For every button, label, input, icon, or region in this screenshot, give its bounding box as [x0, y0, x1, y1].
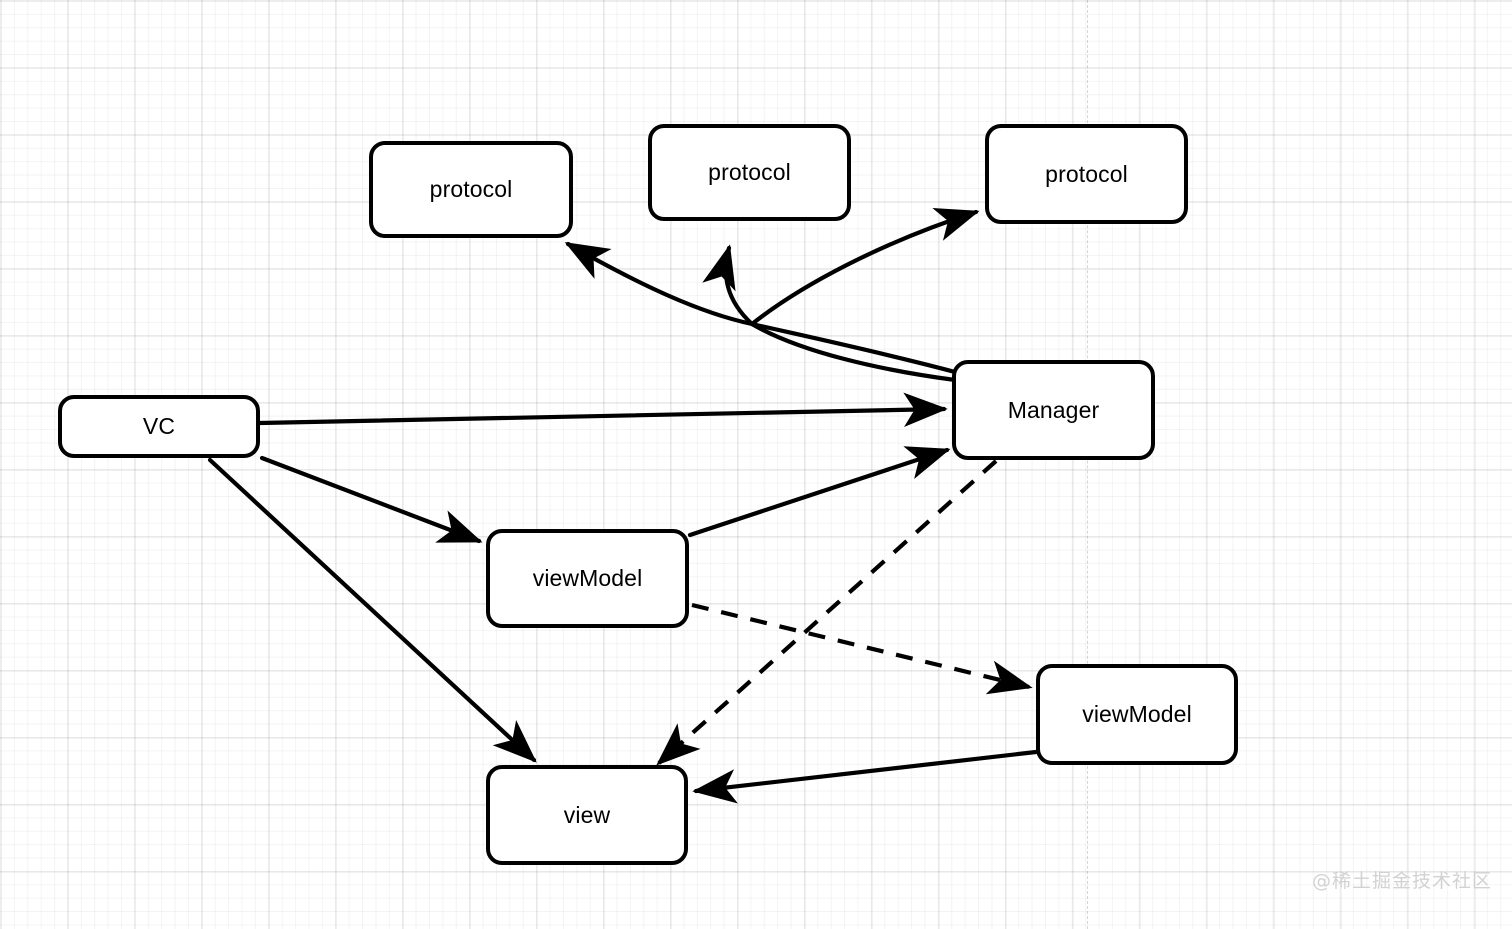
node-label: VC: [142, 413, 176, 439]
edge-manager-to-protocol-3: [748, 208, 980, 383]
watermark: @稀土掘金技术社区: [1311, 870, 1492, 892]
edge-viewmodel-2-to-view: [692, 749, 1039, 804]
node-view[interactable]: view: [486, 765, 688, 865]
edge-manager-to-protocol-2: [702, 244, 755, 327]
node-protocol-3[interactable]: protocol: [985, 124, 1188, 224]
node-viewmodel-1[interactable]: viewModel: [486, 529, 689, 628]
edge-vc-to-manager: [257, 392, 948, 428]
node-protocol-1[interactable]: protocol: [369, 141, 573, 238]
edge-manager-to-protocol-1: [564, 241, 958, 375]
edge-viewmodel-1-to-manager: [687, 446, 951, 538]
node-label: protocol: [1045, 160, 1128, 187]
node-manager[interactable]: Manager: [952, 360, 1155, 460]
node-vc[interactable]: VC: [58, 395, 260, 458]
node-label: protocol: [708, 159, 791, 185]
node-label: Manager: [1007, 396, 1100, 423]
vertical-guide-line: [1087, 0, 1088, 929]
node-viewmodel-2[interactable]: viewModel: [1036, 664, 1238, 765]
edge-vc-to-viewmodel-1: [259, 455, 483, 544]
node-label: viewModel: [1082, 701, 1192, 727]
edge-viewmodel-1-to-viewmodel-2: [691, 602, 1033, 695]
node-protocol-2[interactable]: protocol: [648, 124, 851, 221]
node-label: view: [563, 801, 611, 828]
node-label: viewModel: [532, 565, 643, 591]
node-label: protocol: [429, 176, 513, 202]
edge-manager-to-view: [656, 459, 998, 766]
